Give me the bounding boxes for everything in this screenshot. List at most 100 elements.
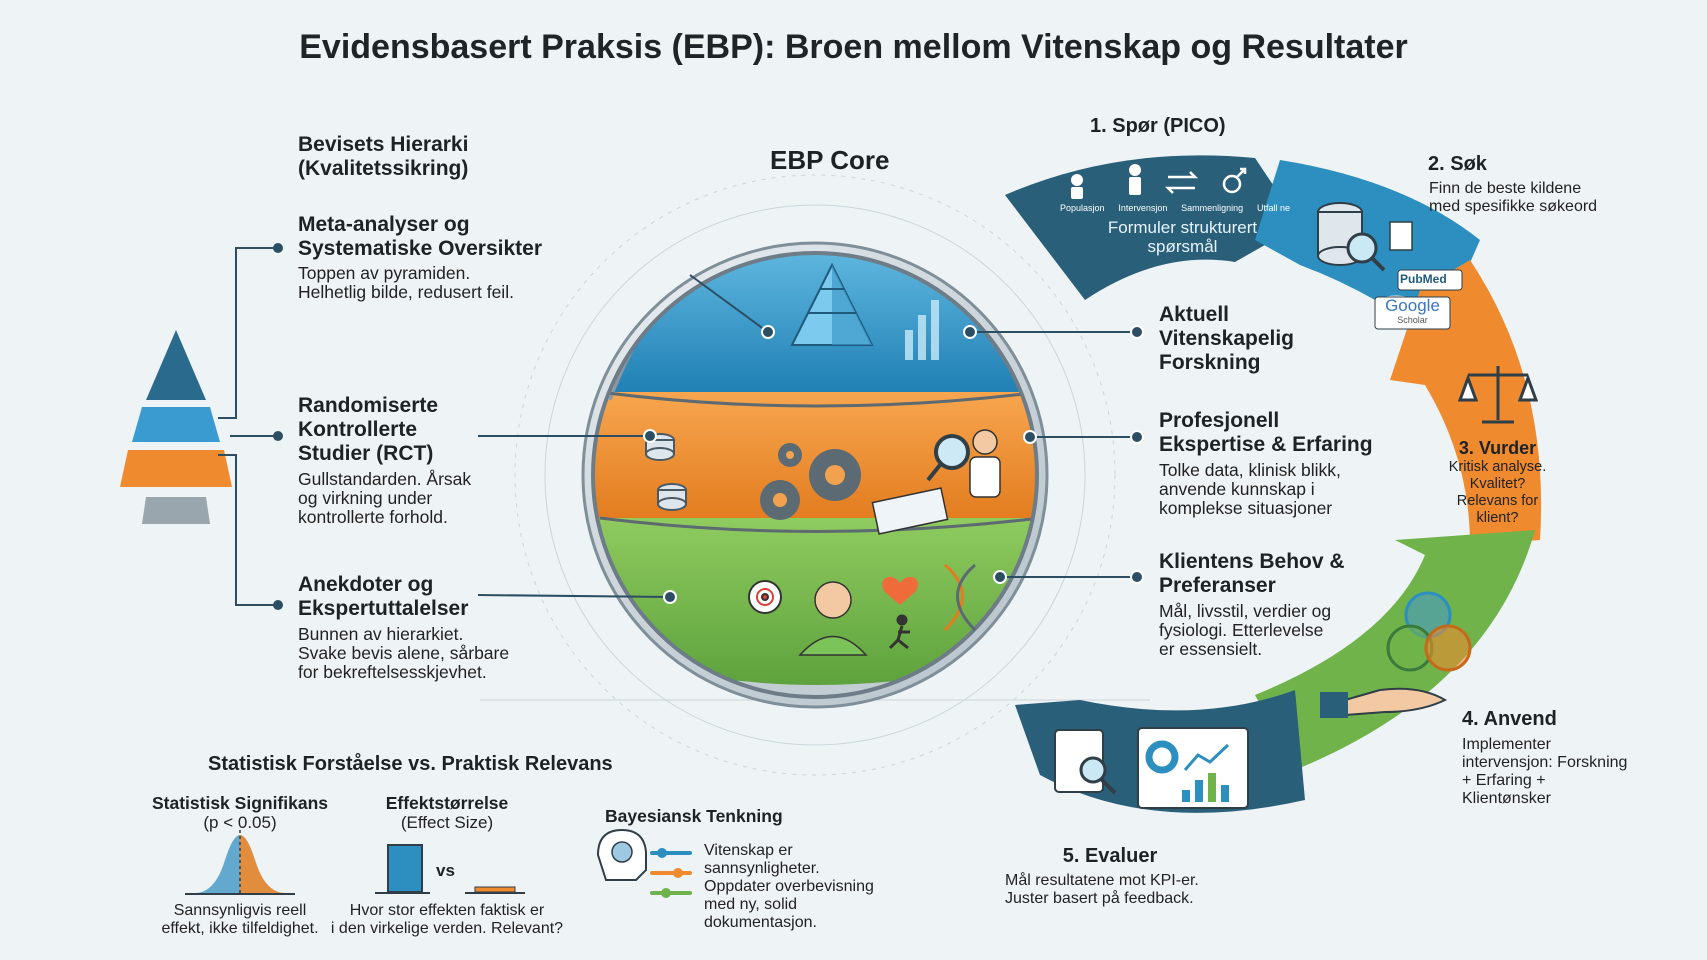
expertise-desc2: anvende kunnskap i (1159, 479, 1315, 499)
step3-desc1: Kritisk analyse. (1448, 459, 1547, 475)
cycle-step3-arrow (1390, 260, 1542, 545)
target-icon (748, 580, 782, 614)
level1-desc2: Helhetlig bilde, redusert feil. (298, 282, 514, 302)
research-pyramid-icon (790, 262, 874, 346)
step2-desc1: Finn de beste kildene (1429, 180, 1582, 197)
pico-population: Populasjon (1060, 203, 1105, 213)
hierarchy-level-anecdotes: Anekdoter og Ekspertuttalelser Bunnen av… (298, 573, 509, 682)
expertise-heading2: Ekspertise & Erfaring (1159, 433, 1373, 456)
bayes-heading: Bayesiansk Tenkning (605, 806, 783, 826)
client-desc3: er essensielt. (1159, 639, 1263, 659)
magnifier-icon (926, 434, 970, 482)
pico-intervention: Intervensjon (1118, 203, 1168, 213)
bell-curve-icon (185, 830, 295, 895)
pico-outcome: Utfall ne (1256, 203, 1290, 213)
level2-desc1: Gullstandarden. Årsak (298, 469, 472, 489)
gears-icon (760, 443, 861, 520)
chart-paper-icon (871, 487, 949, 535)
step3-desc3: Relevans for (1456, 493, 1539, 509)
ebp-core-sphere (581, 241, 1049, 709)
page-title: Evidensbasert Praksis (EBP): Broen mello… (299, 28, 1408, 66)
step1-desc1: Formuler strukturert (1107, 218, 1258, 237)
ebp-core-label: EBP Core (770, 145, 890, 175)
hierarchy-pyramid-icon (120, 330, 232, 524)
client-avatar-icon (798, 581, 868, 656)
scientist-icon (969, 429, 1001, 498)
step2-desc: Finn de beste kildene med spesifikke søk… (1429, 180, 1597, 216)
effect-vs-label: vs (436, 861, 455, 880)
effect-size-icon (375, 844, 525, 894)
hand-icon (1320, 687, 1448, 718)
google-label: Google (1385, 296, 1440, 315)
step3-title: 3. Vurder (1458, 438, 1537, 458)
step1-desc: Formuler strukturert spørsmål (1075, 218, 1290, 256)
step4-desc3: + Erfaring + (1462, 772, 1546, 789)
dna-icon (943, 563, 977, 632)
significance-desc: Sannsynligvis reell effekt, ikke tilfeld… (110, 902, 370, 938)
effect-desc: Hvor stor effekten faktisk er i den virk… (322, 902, 572, 938)
level2-desc3: kontrollerte forhold. (298, 507, 448, 527)
stats-title: Statistisk Forståelse vs. Praktisk Relev… (208, 753, 613, 775)
pillar-client: Klientens Behov & Preferanser Mål, livss… (1159, 550, 1345, 659)
pillar-expertise: Profesjonell Ekspertise & Erfaring Tolke… (1159, 409, 1373, 518)
significance-heading: Statistisk Signifikans (151, 793, 329, 813)
level2-desc2: og virkning under (298, 488, 433, 508)
step2-title: 2. Søk (1428, 153, 1487, 175)
significance-desc1: Sannsynligvis reell (173, 902, 307, 919)
significance-subheading: (p < 0.05) (203, 813, 277, 832)
level1-desc1: Toppen av pyramiden. (298, 263, 471, 283)
step5-desc1: Mål resultatene mot KPI-er. (1005, 872, 1199, 889)
client-desc1: Mål, livsstil, verdier og (1159, 601, 1332, 621)
dashboard-icon (1137, 727, 1249, 809)
client-desc2: fysiologi. Etterlevelse (1159, 620, 1324, 640)
expertise-desc1: Tolke data, klinisk blikk, (1159, 460, 1341, 480)
expertise-desc3: komplekse situasjoner (1159, 498, 1333, 518)
level2-heading3: Studier (RCT) (298, 442, 434, 465)
pico-icons (1071, 164, 1247, 199)
step1-desc2: spørsmål (1147, 237, 1218, 256)
stat-effect-size: Effektstørrelse (Effect Size) (332, 793, 562, 832)
client-heading1: Klientens Behov & (1159, 550, 1345, 573)
step5-title: 5. Evaluer (1062, 845, 1158, 867)
effect-desc2: i den virkelige verden. Relevant? (330, 920, 564, 937)
bayes-desc2: sannsynligheter. (704, 860, 820, 877)
step4-desc2: intervensjon: Forskning (1462, 754, 1628, 771)
significance-desc2: effekt, ikke tilfeldighet. (161, 920, 319, 937)
clipboard-icon (1054, 729, 1117, 795)
scholar-label: Scholar (1397, 315, 1428, 325)
hierarchy-level-rct: Randomiserte Kontrollerte Studier (RCT) … (298, 394, 471, 527)
heart-icon (882, 576, 918, 605)
level2-heading2: Kontrollerte (298, 418, 418, 441)
hierarchy-connectors (218, 247, 278, 606)
level2-heading1: Randomiserte (298, 394, 439, 417)
expertise-heading1: Profesjonell (1159, 409, 1280, 432)
bayes-desc4: med ny, solid (704, 896, 798, 913)
research-heading2: Vitenskapelig (1159, 327, 1295, 350)
level3-desc2: Svake bevis alene, sårbare (298, 643, 510, 663)
step2-desc2: med spesifikke søkeord (1429, 198, 1598, 215)
venn-icon (1386, 591, 1472, 672)
research-heading3: Forskning (1159, 351, 1261, 374)
hierarchy-level-meta: Meta-analyser og Systematiske Oversikter… (298, 213, 542, 302)
level3-heading2: Ekspertuttalelser (298, 597, 469, 620)
scales-icon (1457, 366, 1539, 424)
pubmed-badge: PubMed (1400, 272, 1447, 286)
stat-significance: Statistisk Signifikans (p < 0.05) (110, 793, 370, 832)
research-heading1: Aktuell (1159, 303, 1230, 326)
hierarchy-title: Bevisets Hierarki (Kvalitetssikring) (298, 133, 468, 181)
step3-desc4: klient? (1476, 510, 1519, 526)
level3-heading1: Anekdoter og (298, 573, 434, 596)
step4-title: 4. Anvend (1462, 708, 1557, 730)
bayes-desc: Vitenskap er sannsynligheter. Oppdater o… (704, 842, 874, 932)
client-heading2: Preferanser (1159, 574, 1276, 597)
google-scholar-badge: Google Scholar (1375, 296, 1450, 326)
pico-labels: Populasjon Intervensjon Sammenligning Ut… (1060, 203, 1290, 213)
level1-heading2: Systematiske Oversikter (298, 237, 542, 260)
hierarchy-title-line2: (Kvalitetssikring) (298, 157, 469, 180)
effect-heading: Effektstørrelse (385, 793, 509, 813)
level3-desc1: Bunnen av hierarkiet. (298, 624, 464, 644)
step4-desc4: Klientønsker (1462, 790, 1551, 807)
step5-desc2: Juster basert på feedback. (1005, 890, 1194, 907)
step4-desc1: Implementer (1462, 736, 1551, 753)
